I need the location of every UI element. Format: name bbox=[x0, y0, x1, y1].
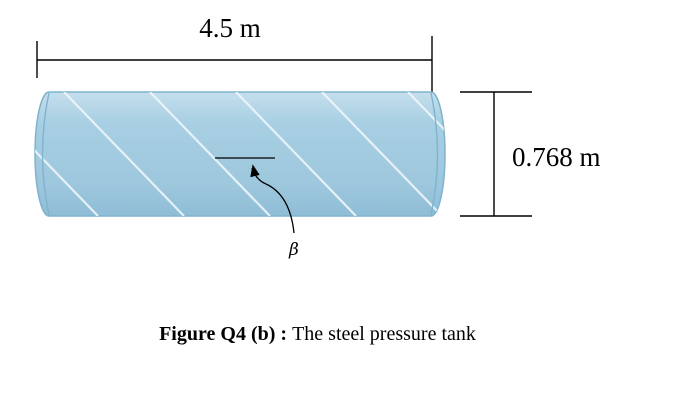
diameter-dimension bbox=[460, 91, 532, 217]
caption-separator: : bbox=[275, 323, 293, 345]
caption-text: The steel pressure tank bbox=[292, 323, 476, 345]
diameter-label: 0.768 m bbox=[512, 142, 601, 172]
tank-body bbox=[34, 91, 446, 217]
angle-indicator bbox=[215, 157, 295, 234]
angle-leader bbox=[265, 183, 295, 234]
helical-weld-seams bbox=[35, 92, 445, 216]
pressure-tank bbox=[34, 91, 446, 217]
figure-caption: Figure Q4 (b) : The steel pressure tank bbox=[0, 323, 635, 346]
tank-right-end bbox=[430, 92, 439, 216]
length-dimension bbox=[36, 36, 433, 92]
angle-arrowhead bbox=[250, 164, 260, 178]
length-label: 4.5 m bbox=[199, 13, 261, 43]
caption-label: Figure Q4 (b) bbox=[159, 323, 276, 345]
tank-left-end bbox=[41, 92, 50, 216]
angle-label: β bbox=[288, 240, 299, 260]
